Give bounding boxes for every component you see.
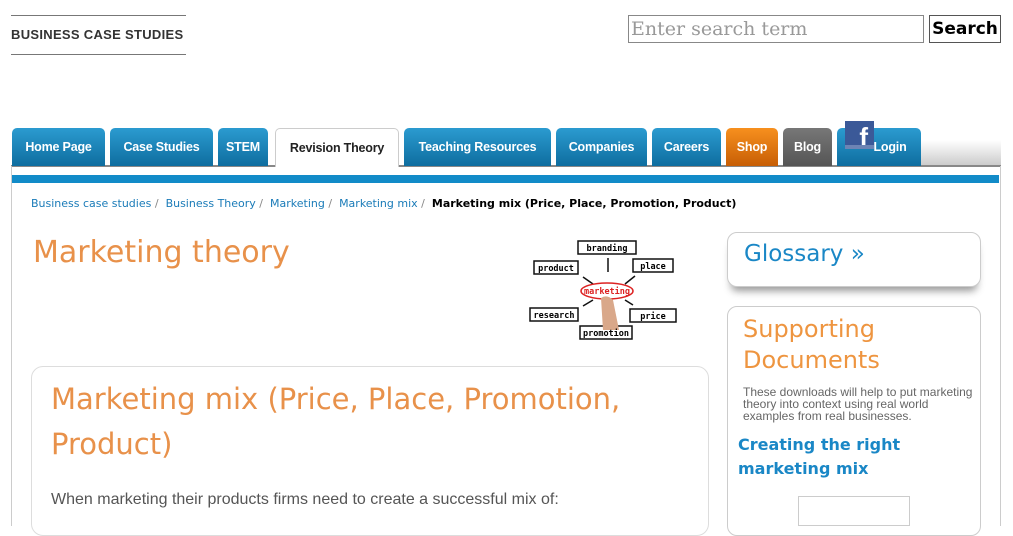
document-link[interactable]: Creating the right marketing mix	[738, 435, 901, 478]
diagram-box	[629, 308, 677, 323]
tab-blog[interactable]: Blog	[783, 128, 832, 166]
diagram-center: marketing	[584, 286, 630, 297]
search-button[interactable]: Search	[929, 15, 1001, 43]
nav-shade	[920, 140, 1001, 165]
diagram-label: branding	[587, 243, 628, 254]
breadcrumb-current: Marketing mix (Price, Place, Promotion, …	[431, 197, 737, 210]
breadcrumb-separator: /	[259, 197, 264, 210]
breadcrumb-link[interactable]: Marketing mix	[339, 197, 418, 210]
tab-companies[interactable]: Companies	[556, 128, 647, 166]
nav-divider	[11, 165, 1001, 167]
diagram-box	[529, 307, 579, 322]
breadcrumb: Business case studies / Business Theory …	[31, 197, 736, 210]
tab-stem[interactable]: STEM	[218, 128, 268, 166]
tab-shop[interactable]: Shop	[726, 128, 778, 166]
diagram-box	[632, 258, 674, 273]
tab-home-page[interactable]: Home Page	[12, 128, 105, 166]
diagram-label: research	[534, 311, 575, 321]
breadcrumb-separator: /	[154, 197, 159, 210]
glossary-link[interactable]: Glossary »	[727, 232, 981, 287]
hand-image	[601, 296, 619, 330]
diagram-label: product	[538, 264, 574, 274]
blue-bar	[12, 175, 999, 183]
diagram-box	[577, 240, 637, 255]
tab-teaching-resources[interactable]: Teaching Resources	[404, 128, 551, 166]
breadcrumb-link[interactable]: Business Theory	[165, 197, 256, 210]
facebook-icon[interactable]: f	[845, 121, 874, 149]
breadcrumb-link[interactable]: Business case studies	[31, 197, 152, 210]
page-title: Marketing theory	[33, 235, 290, 270]
article-intro: When marketing their products firms need…	[51, 491, 559, 508]
content-frame	[11, 166, 1001, 526]
breadcrumb-separator: /	[421, 197, 425, 210]
tab-revision-theory[interactable]: Revision Theory	[275, 128, 399, 167]
tab-careers[interactable]: Careers	[652, 128, 721, 166]
document-thumbnail[interactable]	[798, 496, 910, 526]
search-input[interactable]	[628, 15, 924, 43]
diagram-label: price	[640, 311, 666, 322]
diagram-label: promotion	[583, 328, 629, 339]
breadcrumb-separator: /	[328, 197, 333, 210]
tab-case-studies[interactable]: Case Studies	[110, 128, 213, 166]
breadcrumb-link[interactable]: Marketing	[270, 197, 325, 210]
article-title: Marketing mix (Price, Place, Promotion, …	[51, 382, 621, 461]
supporting-text: These downloads will help to put marketi…	[743, 385, 973, 423]
logo[interactable]: BUSINESS CASE STUDIES	[11, 15, 186, 55]
diagram-box	[533, 260, 579, 275]
diagram-label: place	[640, 262, 666, 272]
marketing-diagram: branding product place research price pr…	[529, 240, 677, 340]
supporting-title: Supporting Documents	[743, 315, 880, 374]
